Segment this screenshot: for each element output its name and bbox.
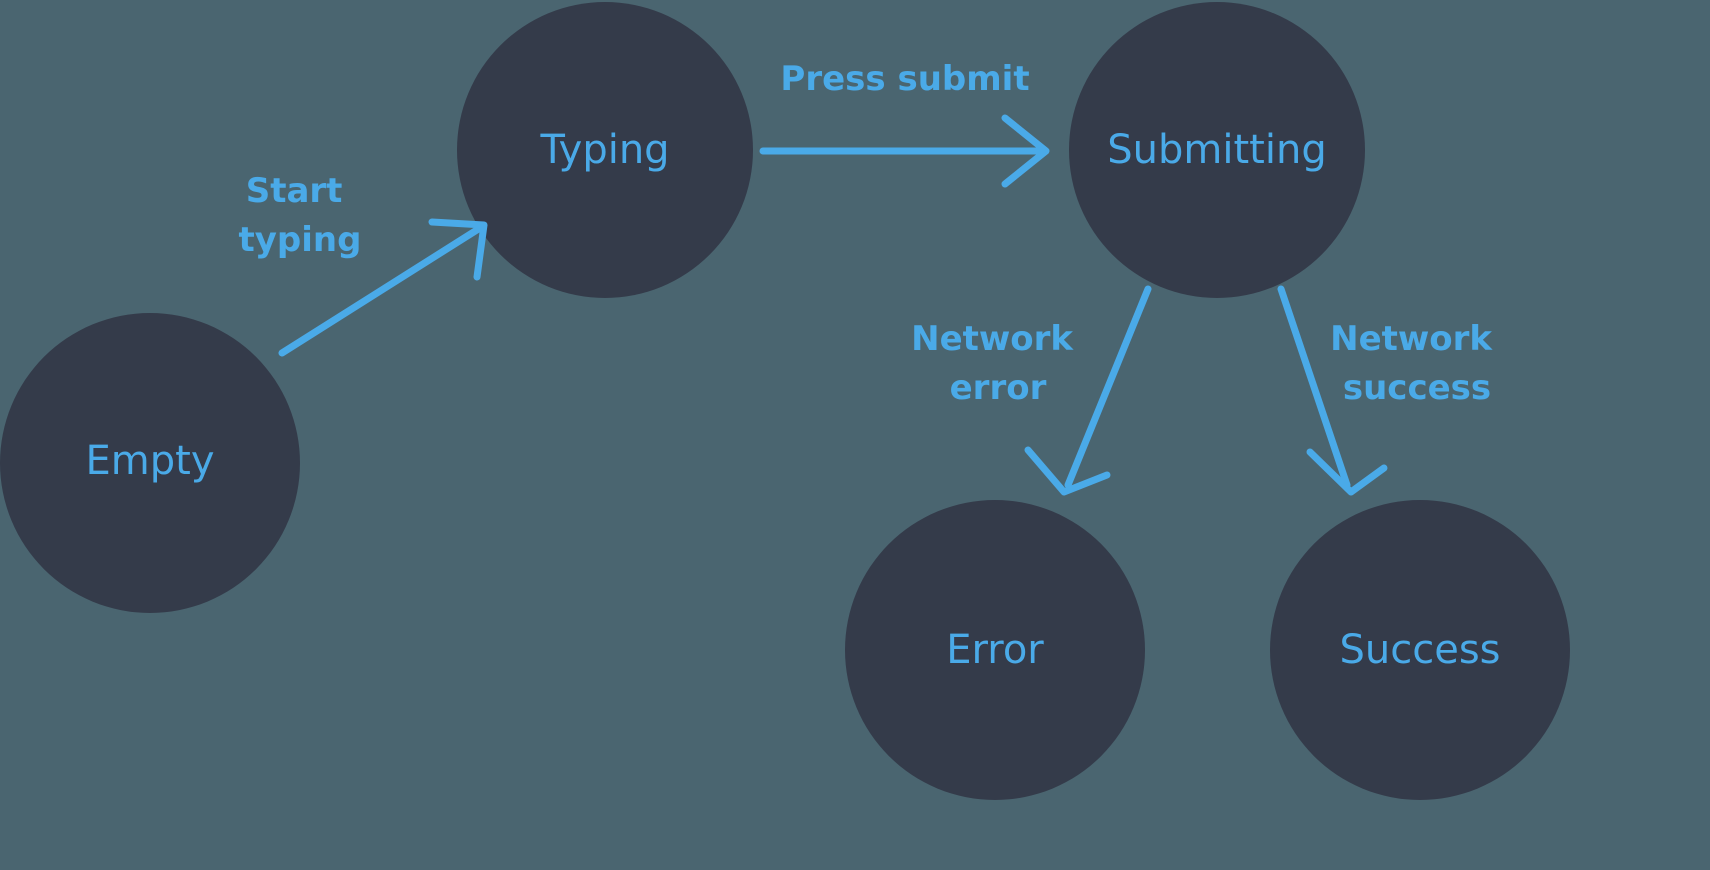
transition-arrow-line bbox=[278, 224, 484, 357]
state-label-empty: Empty bbox=[86, 438, 215, 484]
transition-label-press-submit: Press submit bbox=[780, 59, 1029, 99]
transition-label-line: Start bbox=[246, 171, 343, 211]
transition-label-start-typing: Start typing bbox=[239, 171, 362, 260]
state-circle-empty[interactable] bbox=[0, 313, 300, 613]
transition-network-error[interactable]: Network error bbox=[911, 285, 1152, 496]
transition-start-typing[interactable]: Start typing bbox=[239, 171, 488, 357]
state-circle-submitting[interactable] bbox=[1069, 2, 1365, 298]
transition-label-line: typing bbox=[239, 220, 362, 260]
arrowhead-icon bbox=[1306, 448, 1388, 496]
state-circle-error[interactable] bbox=[845, 500, 1145, 800]
state-node-typing[interactable]: Typing bbox=[457, 2, 753, 298]
arrowhead-icon bbox=[428, 218, 488, 281]
state-circle-success[interactable] bbox=[1270, 500, 1570, 800]
transition-label-line: Press submit bbox=[780, 59, 1029, 99]
transition-label-network-success: Network success bbox=[1330, 319, 1504, 408]
transition-label-line: Network bbox=[1330, 319, 1493, 359]
state-circle-typing[interactable] bbox=[457, 2, 753, 298]
transition-label-network-error: Network error bbox=[911, 319, 1085, 408]
transition-arrow-line bbox=[1277, 285, 1351, 489]
state-node-success[interactable]: Success bbox=[1270, 500, 1570, 800]
state-node-submitting[interactable]: Submitting bbox=[1069, 2, 1365, 298]
state-node-error[interactable]: Error bbox=[845, 500, 1145, 800]
transition-network-success[interactable]: Network success bbox=[1277, 285, 1504, 496]
arrowhead-icon bbox=[1001, 114, 1050, 188]
transition-press-submit[interactable]: Press submit bbox=[759, 59, 1050, 188]
transition-label-line: error bbox=[950, 368, 1047, 408]
state-label-success: Success bbox=[1339, 627, 1500, 673]
transition-arrow-line bbox=[1064, 285, 1152, 489]
arrowhead-icon bbox=[1024, 446, 1111, 496]
state-label-error: Error bbox=[946, 627, 1044, 673]
transition-label-line: success bbox=[1343, 368, 1491, 408]
transition-label-line: Network bbox=[911, 319, 1074, 359]
state-label-submitting: Submitting bbox=[1107, 127, 1326, 173]
state-node-empty[interactable]: Empty bbox=[0, 313, 300, 613]
state-label-typing: Typing bbox=[539, 127, 669, 173]
